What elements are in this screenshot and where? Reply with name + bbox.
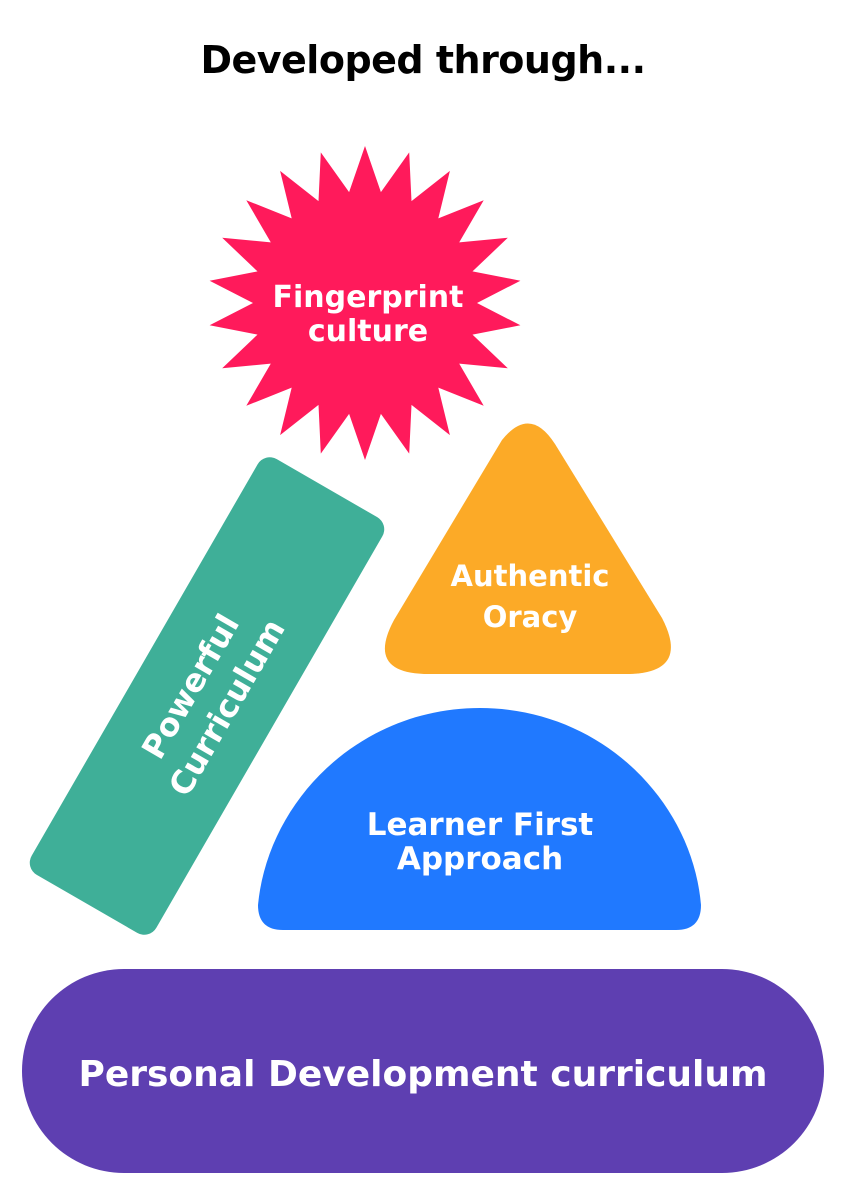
pill-shape: [22, 969, 824, 1173]
powerful-curriculum-shape: Powerful Curriculum: [29, 457, 385, 935]
oracy-label-line1: Authentic: [451, 559, 610, 593]
learner-first-shape: Learner First Approach: [258, 708, 701, 930]
personal-development-shape: Personal Development curriculum: [22, 969, 824, 1173]
triangle-shape: [384, 423, 671, 674]
semicircle-shape: [258, 708, 701, 930]
fingerprint-label-line2: culture: [308, 314, 428, 349]
personal-development-label: Personal Development curriculum: [78, 1054, 767, 1095]
starburst-shape: [209, 146, 521, 460]
learner-label-line1: Learner First: [367, 807, 594, 843]
fingerprint-culture-shape: Fingerprint culture: [209, 146, 521, 460]
oracy-label-line2: Oracy: [483, 600, 578, 634]
curriculum-rect: [29, 457, 385, 935]
page-title: Developed through...: [200, 38, 646, 82]
learner-label-line2: Approach: [397, 841, 563, 877]
authentic-oracy-shape: Authentic Oracy: [384, 423, 671, 674]
fingerprint-label-line1: Fingerprint: [272, 280, 463, 315]
